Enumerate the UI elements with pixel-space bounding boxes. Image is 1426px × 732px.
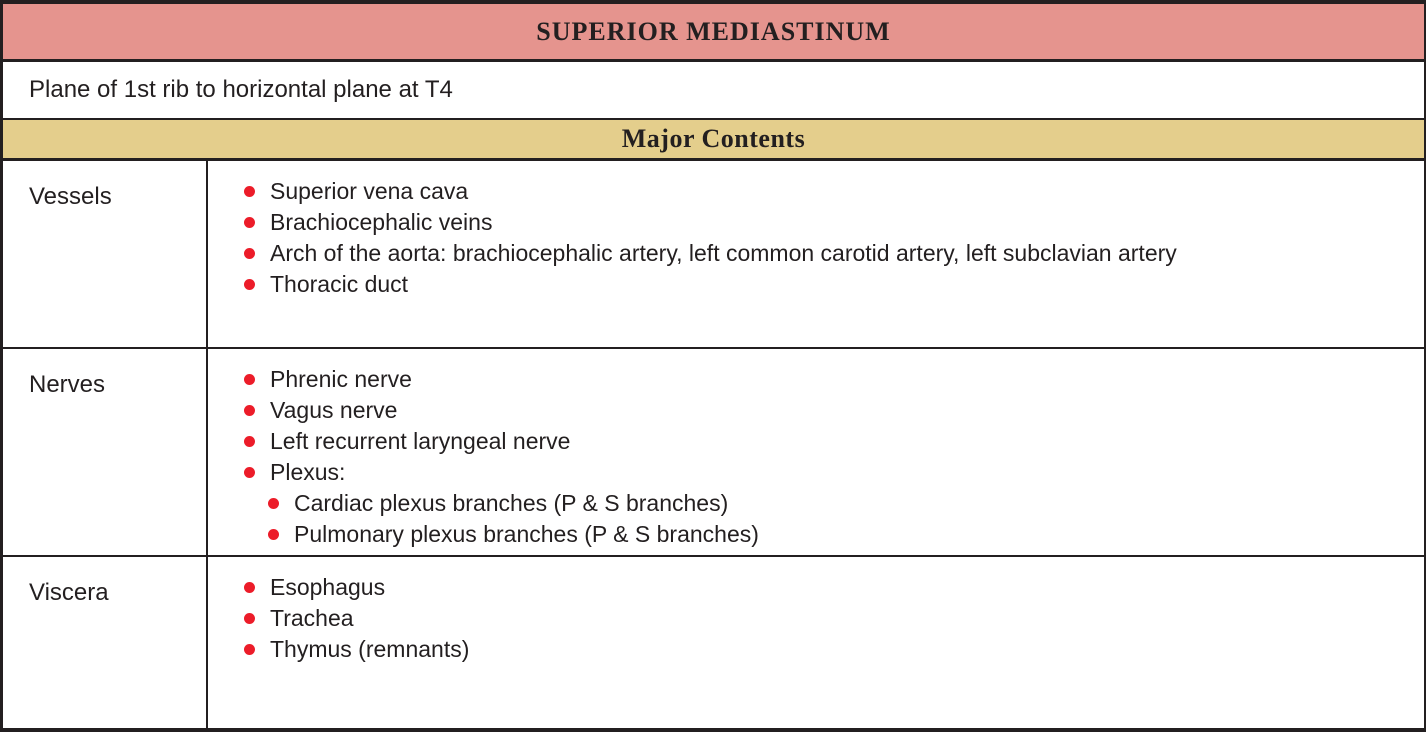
vessels-list: Superior vena cava Brachiocephalic veins…: [244, 176, 1404, 300]
section-header-title: Major Contents: [621, 124, 806, 153]
list-item-text: Cardiac plexus branches (P & S branches): [294, 490, 729, 516]
bullet-icon: [244, 248, 255, 259]
table-title-bar: SUPERIOR MEDIASTINUM: [3, 4, 1424, 62]
bullet-icon: [244, 613, 255, 624]
list-item: Plexus:: [244, 457, 1404, 488]
bullet-icon: [244, 582, 255, 593]
list-item-text: Thoracic duct: [270, 271, 409, 297]
list-item-text: Arch of the aorta: brachiocephalic arter…: [270, 240, 1177, 266]
list-item: Brachiocephalic veins: [244, 207, 1404, 238]
bullet-icon: [268, 498, 279, 509]
list-item-text: Brachiocephalic veins: [270, 209, 493, 235]
bullet-icon: [244, 186, 255, 197]
bullet-icon: [244, 374, 255, 385]
list-item: Thoracic duct: [244, 269, 1404, 300]
row-label: Vessels: [3, 161, 208, 347]
bullet-icon: [244, 644, 255, 655]
table-title: SUPERIOR MEDIASTINUM: [536, 16, 891, 46]
table-row-nerves: Nerves Phrenic nerve Vagus nerve Left re…: [3, 349, 1424, 557]
bullet-icon: [268, 529, 279, 540]
list-item: Esophagus: [244, 572, 1404, 603]
list-item: Phrenic nerve: [244, 364, 1404, 395]
list-item: Vagus nerve: [244, 395, 1404, 426]
list-item-text: Esophagus: [270, 574, 386, 600]
list-sub-item: Cardiac plexus branches (P & S branches): [268, 488, 1404, 519]
viscera-list: Esophagus Trachea Thymus (remnants): [244, 572, 1404, 665]
list-item: Left recurrent laryngeal nerve: [244, 426, 1404, 457]
list-item-text: Plexus:: [270, 459, 346, 485]
list-item: Superior vena cava: [244, 176, 1404, 207]
list-item-text: Left recurrent laryngeal nerve: [270, 428, 571, 454]
table-row-vessels: Vessels Superior vena cava Brachiocephal…: [3, 161, 1424, 349]
list-item-text: Vagus nerve: [270, 397, 398, 423]
definition-row: Plane of 1st rib to horizontal plane at …: [3, 62, 1424, 120]
bullet-icon: [244, 279, 255, 290]
nerves-list: Phrenic nerve Vagus nerve Left recurrent…: [244, 364, 1404, 550]
table-body: Vessels Superior vena cava Brachiocephal…: [3, 161, 1424, 728]
list-item-text: Trachea: [270, 605, 354, 631]
list-item-text: Thymus (remnants): [270, 636, 470, 662]
list-sub-item: Pulmonary plexus branches (P & S branche…: [268, 519, 1404, 550]
table-row-viscera: Viscera Esophagus Trachea Thymus (remnan…: [3, 557, 1424, 728]
row-label: Nerves: [3, 349, 208, 555]
row-items: Superior vena cava Brachiocephalic veins…: [208, 161, 1424, 347]
list-item-text: Pulmonary plexus branches (P & S branche…: [294, 521, 759, 547]
list-item-text: Superior vena cava: [270, 178, 469, 204]
list-item: Trachea: [244, 603, 1404, 634]
list-item-text: Phrenic nerve: [270, 366, 412, 392]
section-header-bar: Major Contents: [3, 120, 1424, 161]
list-item: Arch of the aorta: brachiocephalic arter…: [244, 238, 1394, 269]
bullet-icon: [244, 405, 255, 416]
row-label: Viscera: [3, 557, 208, 728]
row-items: Phrenic nerve Vagus nerve Left recurrent…: [208, 349, 1424, 555]
bullet-icon: [244, 436, 255, 447]
bullet-icon: [244, 467, 255, 478]
bullet-icon: [244, 217, 255, 228]
row-items: Esophagus Trachea Thymus (remnants): [208, 557, 1424, 728]
definition-text: Plane of 1st rib to horizontal plane at …: [29, 76, 453, 103]
list-item: Thymus (remnants): [244, 634, 1404, 665]
